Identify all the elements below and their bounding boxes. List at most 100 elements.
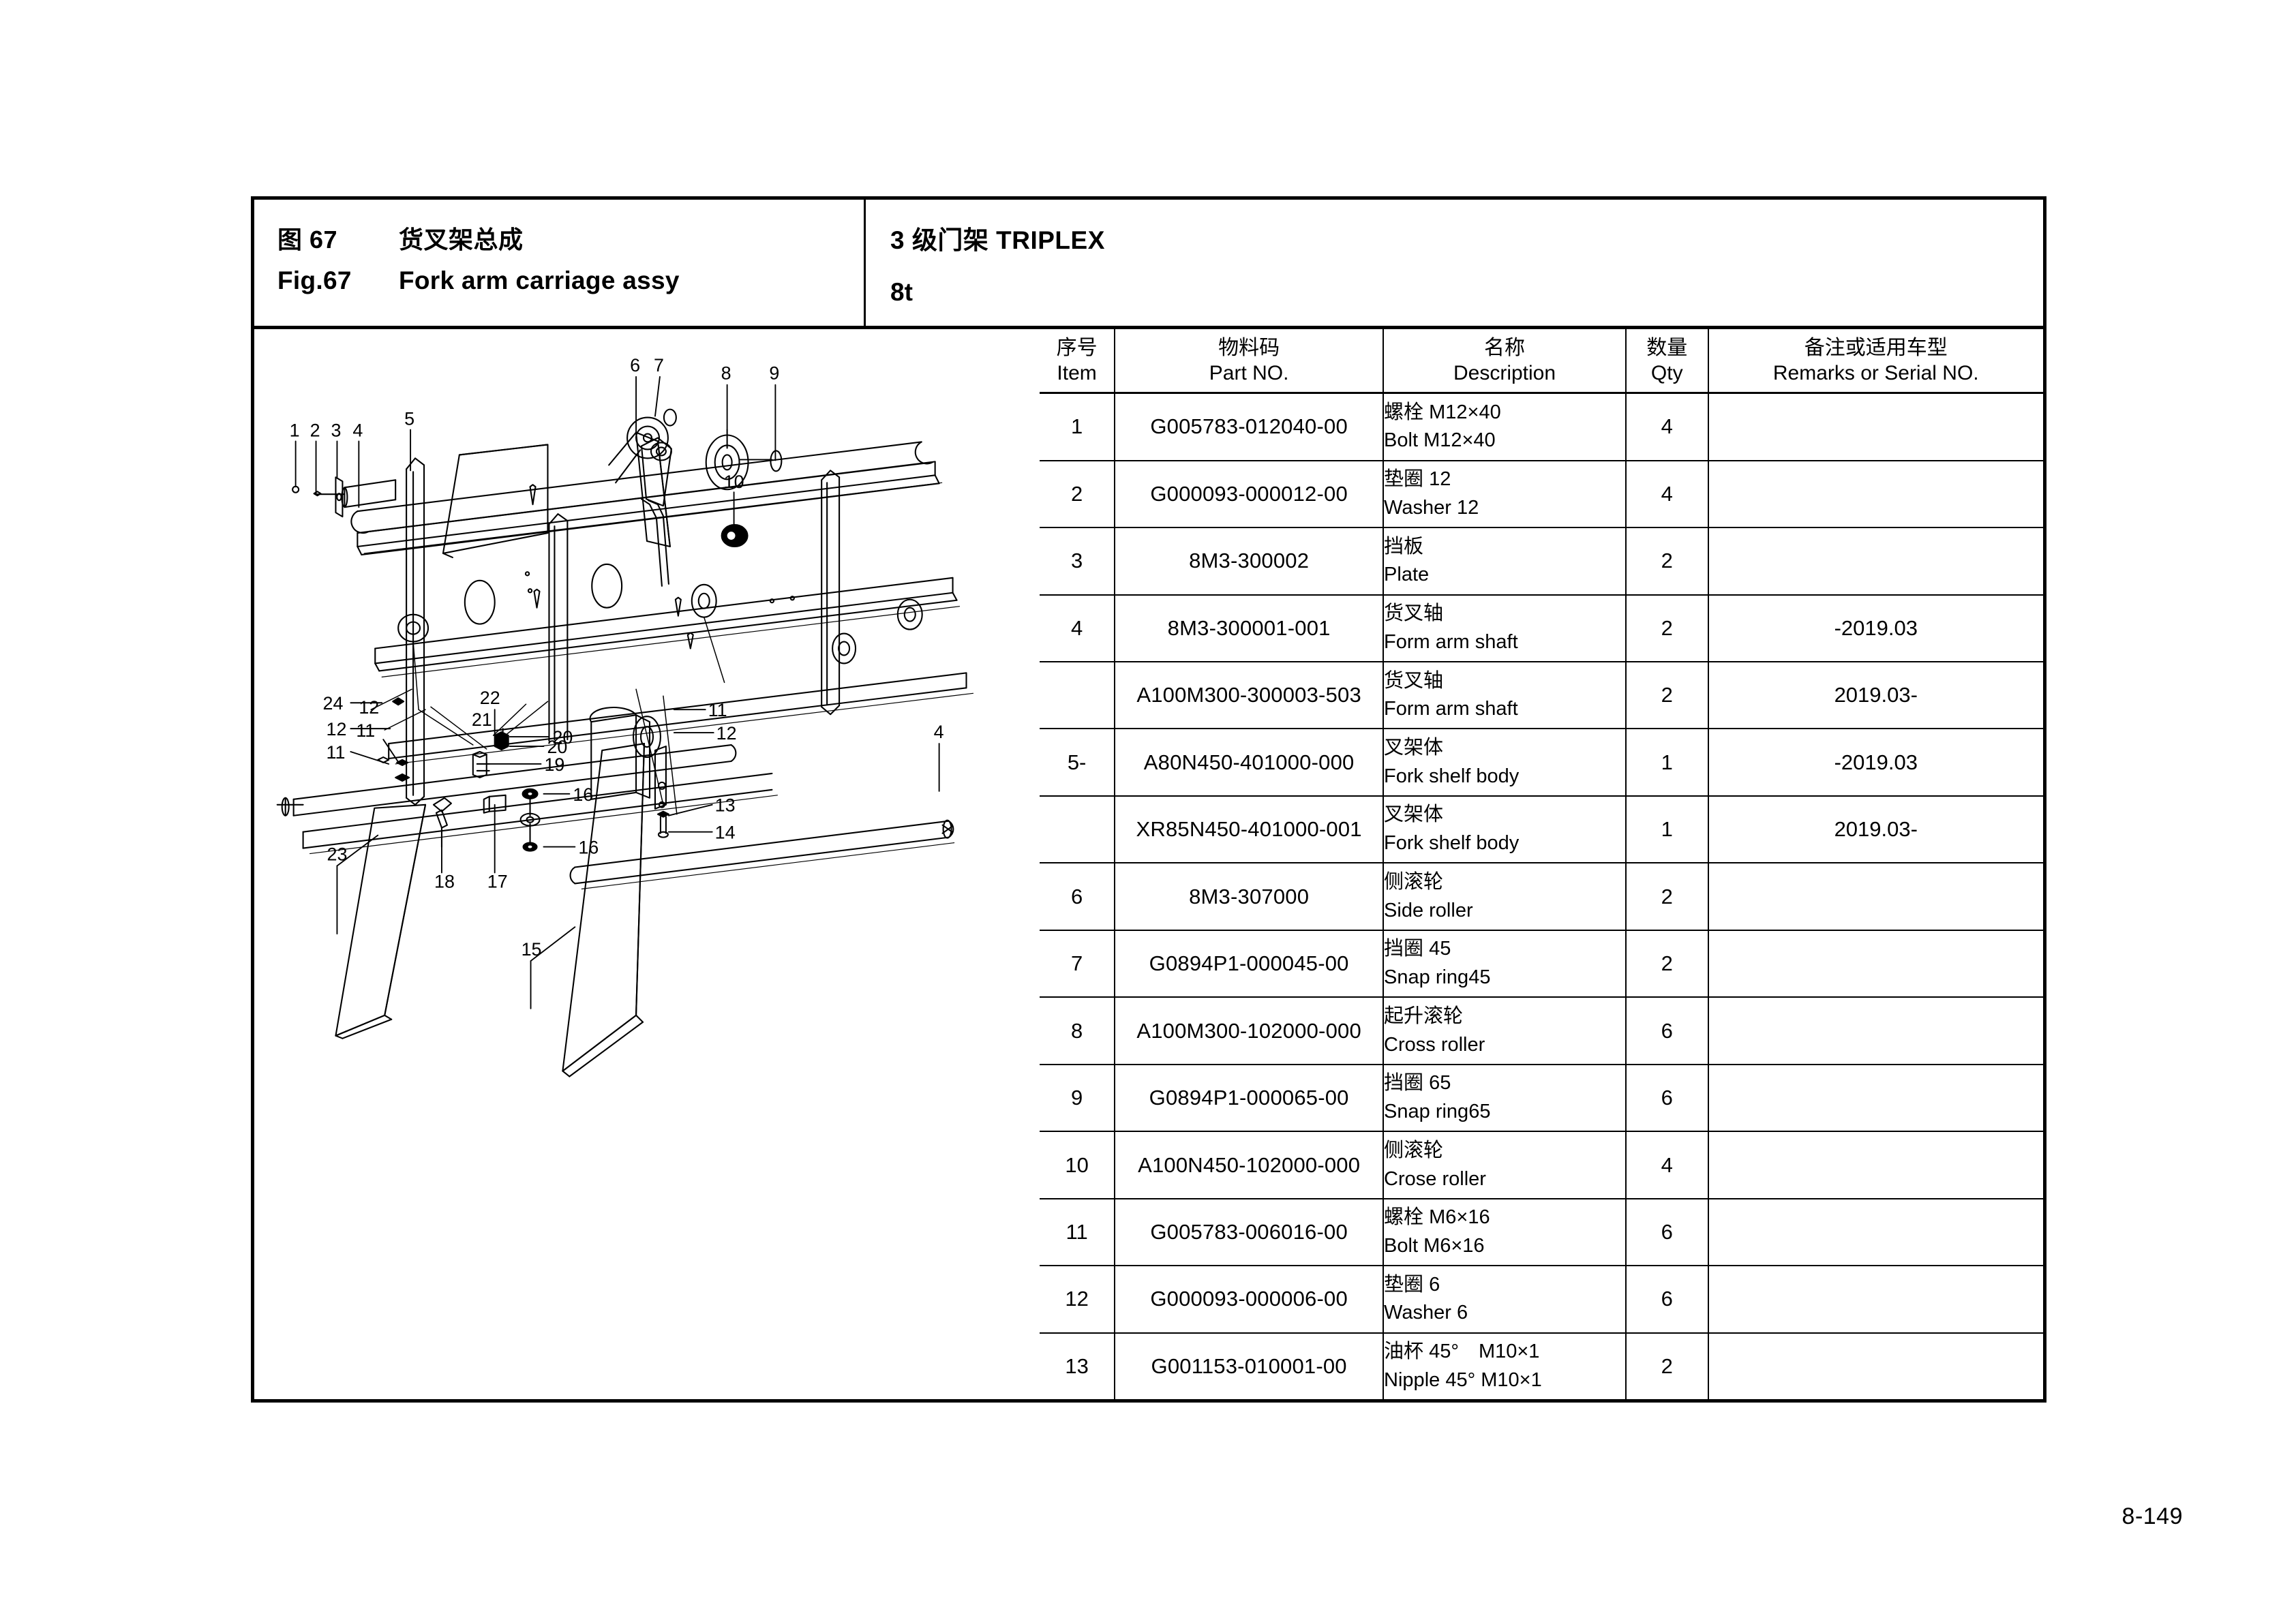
cell-item: 13 (1040, 1332, 1116, 1399)
cell-qty: 1 (1625, 728, 1709, 797)
column-header-remarks-cn: 备注或适用车型 (1804, 336, 1948, 359)
cell-description-cn: 挡圈 45 (1384, 938, 1451, 960)
column-header-remarks: 备注或适用车型 Remarks or Serial NO. (1707, 329, 2043, 394)
cell-part-no: G005783-006016-00 (1114, 1197, 1385, 1267)
cell-qty: 2 (1625, 527, 1709, 596)
parts-table-container: 序号 Item 物料码 Part NO. 名称 Description 数量 (1040, 329, 2043, 1399)
cell-remarks (1707, 1131, 2043, 1199)
cell-description-en: Snap ring65 (1384, 1101, 1491, 1123)
callout-13: 13 (715, 795, 736, 816)
column-header-description: 名称 Description (1383, 329, 1627, 394)
callout-12-b: 12 (359, 697, 379, 718)
cell-description-en: Plate (1384, 564, 1430, 586)
page-number: 8-149 (2121, 1503, 2183, 1529)
cell-qty: 6 (1625, 996, 1709, 1065)
capacity: 8t (890, 278, 913, 307)
leader-lines-lower (336, 702, 940, 1009)
callout-12-a: 12 (326, 719, 346, 739)
column-header-qty-cn: 数量 (1646, 336, 1688, 359)
column-header-item-en: Item (1057, 362, 1097, 384)
cell-description-cn: 垫圈 6 (1384, 1273, 1440, 1296)
cell-part-no: A100M300-102000-000 (1114, 996, 1385, 1065)
cell-description-en: Washer 12 (1384, 496, 1479, 519)
callout-24: 24 (323, 693, 344, 714)
callout-11-b: 11 (356, 720, 375, 741)
cell-remarks: -2019.03 (1707, 728, 2043, 797)
cell-item: 3 (1040, 527, 1116, 596)
cell-part-no: XR85N450-401000-001 (1114, 795, 1385, 864)
cell-description-cn: 挡圈 65 (1384, 1072, 1451, 1095)
callout-6: 6 (630, 355, 640, 376)
bolt-cluster (432, 731, 541, 852)
column-header-qty-en: Qty (1650, 362, 1683, 384)
cell-item: 7 (1040, 929, 1116, 998)
cell-part-no: G0894P1-000045-00 (1114, 929, 1385, 998)
callout-4-b: 4 (934, 722, 944, 742)
bolt-cluster-left (377, 697, 410, 782)
callout-14: 14 (715, 823, 736, 843)
cell-description-cn: 叉架体 (1384, 804, 1444, 826)
callout-7: 7 (654, 355, 664, 376)
figure-title-cn-row: 图 67 货叉架总成 (277, 224, 864, 256)
lower-assembly (276, 616, 954, 1077)
cell-remarks (1707, 862, 2043, 931)
detail-hatching (309, 482, 974, 889)
cell-part-no: 8M3-307000 (1114, 862, 1385, 931)
cell-item: 11 (1040, 1197, 1116, 1267)
cell-qty: 4 (1625, 459, 1709, 529)
cell-remarks (1707, 1332, 2043, 1399)
cell-description-en: Crose roller (1384, 1167, 1486, 1190)
figure-title-en: Fork arm carriage assy (399, 266, 680, 294)
callout-9: 9 (769, 363, 779, 384)
callout-2: 2 (310, 420, 320, 440)
cell-part-no: 8M3-300001-001 (1114, 594, 1385, 662)
callout-19: 19 (544, 754, 564, 775)
carriage-frame (350, 408, 967, 806)
leader-lines-top-left (294, 429, 412, 508)
callout-8: 8 (721, 363, 731, 384)
cell-item: 4 (1040, 594, 1116, 662)
cell-description-en: Fork shelf body (1384, 765, 1520, 787)
cell-description-en: Fork shelf body (1384, 832, 1520, 855)
cell-part-no: A100N450-102000-000 (1114, 1131, 1385, 1199)
cell-item: 5- (1040, 728, 1116, 797)
column-header-item: 序号 Item (1040, 329, 1116, 394)
exploded-assembly-drawing: 1 2 3 4 5 6 7 8 9 10 24 12 11 11 12 22 (254, 329, 1040, 1399)
callout-20-b: 20 (547, 737, 567, 757)
cell-item: 2 (1040, 459, 1116, 529)
cell-item: 1 (1040, 392, 1116, 461)
cell-description-cn: 侧滚轮 (1384, 870, 1444, 893)
small-hardware-top-left (292, 476, 344, 518)
mast-spec-block: 3 级门架 TRIPLEX 8t (866, 200, 2043, 326)
cell-qty: 1 (1625, 795, 1709, 864)
cell-description-en: Form arm shaft (1384, 630, 1518, 653)
column-header-part-no-cn: 物料码 (1218, 336, 1280, 359)
callout-5: 5 (404, 409, 414, 429)
callout-15: 15 (522, 939, 542, 960)
cell-description-cn: 螺栓 M12×40 (1384, 401, 1501, 423)
callout-21: 21 (472, 709, 492, 730)
drawing-svg: 1 2 3 4 5 6 7 8 9 10 24 12 11 11 12 22 (276, 355, 974, 1077)
cell-description-en: Cross roller (1384, 1033, 1485, 1056)
cell-description-cn: 货叉轴 (1384, 669, 1444, 692)
callout-3: 3 (331, 420, 341, 440)
cell-qty: 4 (1625, 1131, 1709, 1199)
cell-description-cn: 起升滚轮 (1384, 1005, 1464, 1027)
cell-part-no: G000093-000006-00 (1114, 1265, 1385, 1334)
cell-part-no: A100M300-300003-503 (1114, 660, 1385, 730)
cell-description: 叉架体 Fork shelf body (1383, 795, 1627, 864)
figure-title-en-row: Fig.67 Fork arm carriage assy (277, 264, 864, 297)
